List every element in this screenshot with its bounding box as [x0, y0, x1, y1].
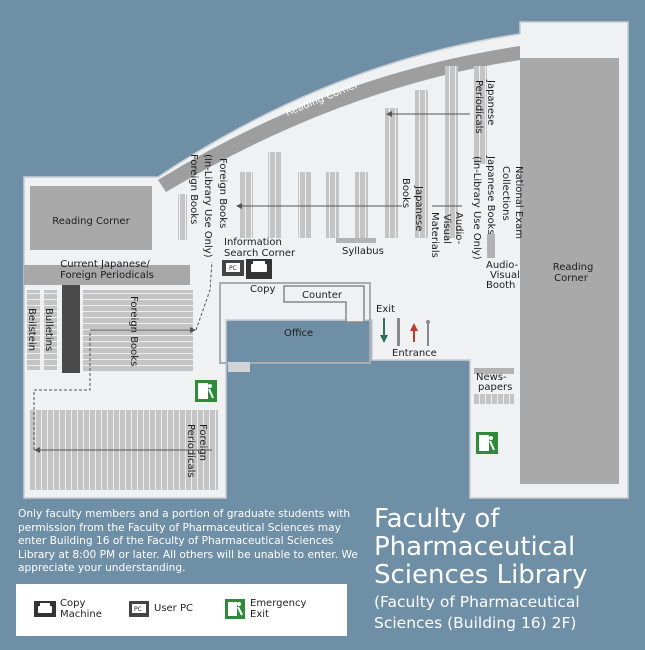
legend-copy-machine-line-1: Copy [60, 598, 86, 609]
reading-corner-right-label-1: Reading [553, 262, 594, 273]
emergency-exit-icon [224, 599, 246, 619]
arrowhead [190, 327, 196, 333]
foreign-periodicals-label-2: Periodicals [185, 424, 196, 478]
foreign-books-inlib-label-1: Foreign Books [217, 158, 228, 228]
office-room [219, 282, 371, 364]
route-line [33, 333, 91, 450]
page-subtitle: (Faculty of Pharmaceutical Sciences (Bui… [374, 593, 580, 632]
legend-emergency-exit: Emergency Exit [224, 598, 306, 620]
bulletins-label: Bulletins [43, 308, 54, 351]
legend-user-pc-label: User PC [154, 603, 193, 614]
central-shelf [385, 108, 398, 238]
user-pc-icon: PC [128, 600, 150, 617]
central-shelf [240, 172, 253, 238]
foreign-books-shelf [83, 290, 193, 372]
central-shelf [355, 172, 368, 238]
info-search-label-2: Search Corner [224, 248, 296, 259]
newspapers-rack [474, 394, 514, 404]
office-label: Office [284, 328, 313, 339]
user-pc-icon: PC [222, 260, 244, 276]
reading-corner-right-label-2: Corner [554, 273, 589, 284]
copy-machine-icon [246, 259, 272, 279]
beilstein-label: Beilstein [26, 308, 37, 351]
reading-corner-arc [158, 46, 520, 192]
access-notice: Only faculty members and a portion of gr… [18, 508, 358, 575]
audio-visual-materials-label-3: Materials [429, 212, 440, 258]
foreign-books-inlib-label-3: Foreign Books [188, 154, 199, 224]
central-shelf [415, 90, 428, 238]
stairs [228, 362, 250, 372]
beilstein-shelf [27, 290, 40, 370]
legend-copy-machine-line-2: Machine [60, 609, 102, 620]
emergency-exit-icon [195, 380, 217, 402]
newspapers-label-2: papers [478, 382, 512, 393]
info-search-label-1: Information [224, 237, 282, 248]
entrance-gate [397, 318, 400, 346]
central-shelf [268, 152, 281, 238]
japanese-periodicals-label-1: Japanese [485, 79, 496, 125]
counter-label: Counter [302, 290, 343, 301]
entrance-gate-knob [426, 320, 430, 324]
av-booth-label-3: Booth [486, 280, 515, 291]
national-exam-label-2: Collections [500, 166, 511, 221]
foreign-books-inlib-shelf [178, 194, 187, 240]
current-periodicals-label-1: Current Japanese/ [60, 259, 150, 270]
svg-text:PC: PC [229, 265, 237, 272]
copy-machine-icon [34, 601, 56, 618]
legend-emergency-exit-line-2: Exit [250, 609, 269, 620]
arrowhead [236, 203, 242, 209]
foreign-books-label: Foreign Books [128, 296, 139, 366]
japanese-books-inlib-label-2: (In-Library Use Only) [471, 156, 482, 260]
japanese-books-label-1: Japanese [413, 185, 424, 231]
legend: Copy Machine PC User PC Emergency Exit [16, 584, 347, 636]
foreign-periodicals-label-1: Foreign [197, 424, 208, 461]
av-booth-shelf [487, 234, 495, 258]
arrowhead [386, 111, 392, 117]
central-shelf [445, 66, 458, 238]
legend-emergency-exit-line-1: Emergency [250, 598, 307, 609]
national-exam-label-1: National Exam [513, 166, 524, 239]
reading-corner-right [520, 58, 619, 484]
av-booth-label-1: Audio- [486, 260, 519, 271]
route-line-2 [195, 261, 213, 331]
copy-label: Copy [250, 284, 275, 295]
svg-text:PC: PC [134, 606, 142, 613]
syllabus-shelf [336, 238, 376, 243]
syllabus-label: Syllabus [342, 246, 384, 257]
page-title: Faculty of Pharmaceutical Sciences Libra… [374, 504, 588, 590]
av-booth-label-2: Visual [490, 270, 520, 281]
japanese-books-inlib-label-1: Japanese Books [485, 155, 496, 235]
exit-arrow [380, 335, 388, 343]
newspapers-rack [474, 368, 514, 374]
arrowhead [34, 447, 40, 453]
foreign-books-inlib-label-2: (In-Library Use Only) [202, 154, 213, 258]
audio-visual-materials-label-1: Audio- [453, 212, 464, 245]
entrance-arrow [410, 323, 418, 331]
japanese-periodicals-label-2: Periodicals [473, 80, 484, 134]
beilstein-shelf-2 [44, 290, 57, 370]
dark-shelf [62, 285, 80, 373]
exit-label: Exit [376, 304, 395, 315]
central-shelf [474, 66, 487, 164]
emergency-exit-icon [476, 432, 498, 454]
central-shelf [326, 172, 339, 238]
reading-corner-left-label: Reading Corner [52, 216, 130, 227]
entrance-label: Entrance [392, 348, 437, 359]
reading-corner-left [30, 186, 152, 250]
audio-visual-materials-label-2: Visual [441, 214, 452, 244]
counter [283, 285, 365, 323]
current-periodicals-shelf [24, 265, 190, 285]
newspapers-label-1: News- [476, 372, 507, 383]
current-periodicals-label-2: Foreign Periodicals [60, 270, 154, 281]
legend-copy-machine: Copy Machine [34, 598, 102, 620]
japanese-books-label-2: Books [400, 178, 411, 208]
central-shelf [298, 172, 311, 238]
legend-user-pc: PC User PC [128, 600, 193, 617]
